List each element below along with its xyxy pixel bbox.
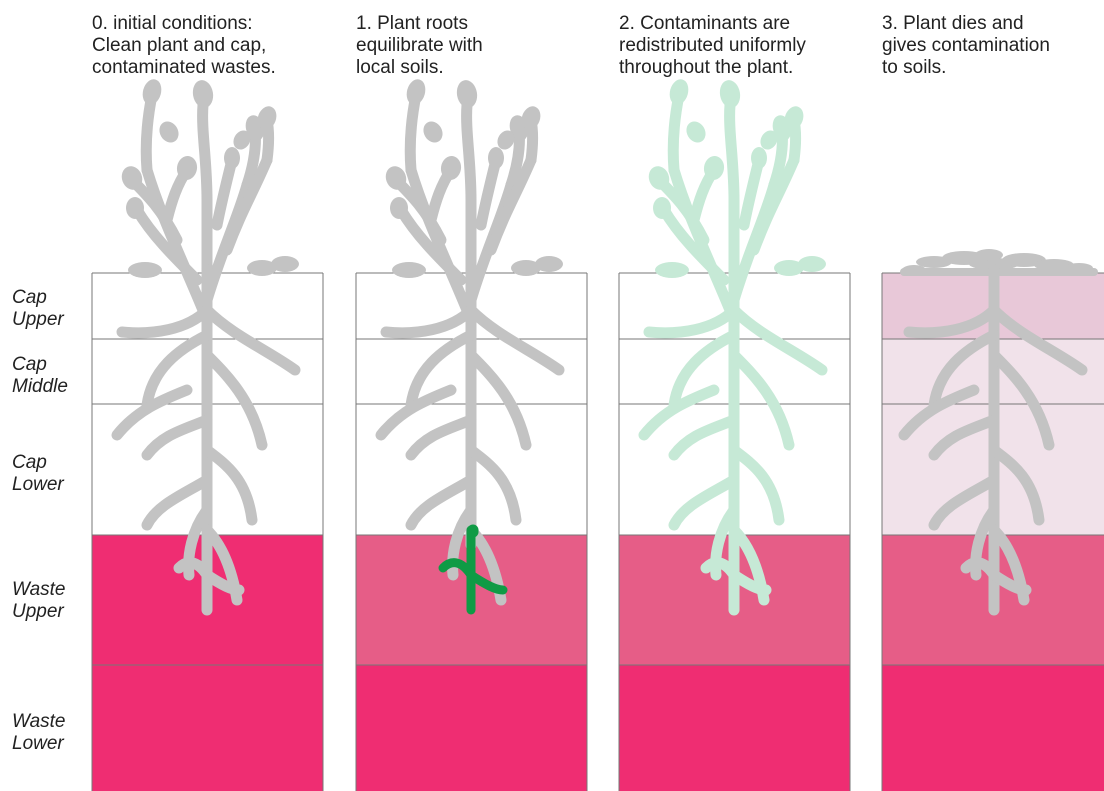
leaf xyxy=(390,197,408,219)
layer-waste_lower xyxy=(619,665,850,791)
layer-waste_lower xyxy=(882,665,1104,791)
branch xyxy=(146,95,152,170)
panel-0-heading-line1: 0. initial conditions: xyxy=(92,13,253,34)
panel-2-heading-line2: redistributed uniformly xyxy=(619,35,806,56)
leaf xyxy=(653,197,671,219)
layer-label-cap-middle-line1: Cap xyxy=(12,354,47,375)
panels xyxy=(92,77,1104,791)
branch xyxy=(217,160,232,225)
panel-3-heading-line2: gives contamination xyxy=(882,35,1050,56)
panel-0-heading-line2: Clean plant and cap, xyxy=(92,35,266,56)
leaf xyxy=(191,78,216,109)
panel-0 xyxy=(92,77,323,791)
panel-2-heading-line1: 2. Contaminants are xyxy=(619,13,790,34)
layer-labels: Cap Upper Cap Middle Cap Lower Waste Upp… xyxy=(12,287,68,754)
leaf xyxy=(655,262,689,278)
leaf xyxy=(156,118,183,146)
panel-headings: 0. initial conditions: Clean plant and c… xyxy=(92,13,1050,78)
leaf xyxy=(667,77,691,107)
panel-1-heading-line3: local soils. xyxy=(356,57,444,78)
branch xyxy=(410,95,416,170)
leaf xyxy=(271,256,299,272)
branch xyxy=(481,160,496,225)
layer-label-cap-lower-line1: Cap xyxy=(12,452,47,473)
panel-2-heading-line3: throughout the plant. xyxy=(619,57,793,78)
layer-label-cap-middle-line2: Middle xyxy=(12,376,68,397)
layer-label-waste-upper-line2: Upper xyxy=(12,601,64,622)
leaf xyxy=(224,147,240,169)
layer-label-waste-upper-line1: Waste xyxy=(12,579,66,600)
layer-label-cap-upper-line2: Upper xyxy=(12,309,64,330)
branch xyxy=(673,95,679,170)
leaf xyxy=(488,147,504,169)
panel-1 xyxy=(356,77,587,791)
leaf xyxy=(126,197,144,219)
panel-3 xyxy=(882,249,1104,791)
leaf xyxy=(798,256,826,272)
leaf xyxy=(751,147,767,169)
panel-3-heading-line1: 3. Plant dies and xyxy=(882,13,1024,34)
layer-label-cap-lower-line2: Lower xyxy=(12,474,64,495)
branch xyxy=(744,160,759,225)
layer-label-waste-lower-line1: Waste xyxy=(12,711,66,732)
panel-3-heading-line3: to soils. xyxy=(882,57,946,78)
leaf xyxy=(420,118,447,146)
layer-label-cap-upper-line1: Cap xyxy=(12,287,47,308)
panel-2 xyxy=(619,77,850,791)
layer-label-waste-lower-line2: Lower xyxy=(12,733,64,754)
layer-waste_lower xyxy=(356,665,587,791)
leaf xyxy=(392,262,426,278)
leaf xyxy=(718,78,743,109)
leaf xyxy=(128,262,162,278)
panel-1-heading-line1: 1. Plant roots xyxy=(356,13,468,34)
panel-0-heading-line3: contaminated wastes. xyxy=(92,57,276,78)
leaf xyxy=(535,256,563,272)
panel-1-heading-line2: equilibrate with xyxy=(356,35,483,56)
leaf xyxy=(140,77,164,107)
leaf xyxy=(683,118,710,146)
leaf xyxy=(404,77,428,107)
layer-waste_lower xyxy=(92,665,323,791)
litter-clump xyxy=(975,249,1003,261)
leaf xyxy=(455,78,480,109)
